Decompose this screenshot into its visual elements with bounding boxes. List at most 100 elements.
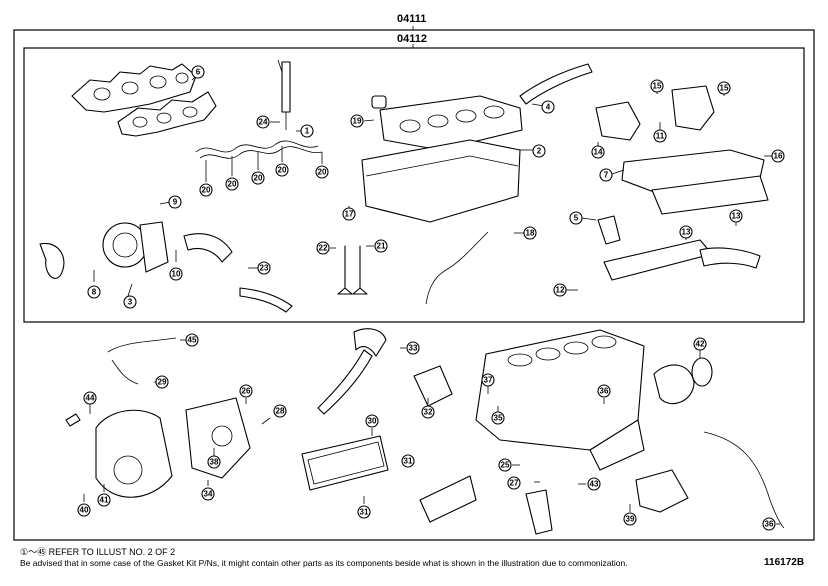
callout-20e[interactable]: 20: [315, 165, 329, 179]
callout-36a[interactable]: 36: [762, 517, 776, 531]
callout-15a[interactable]: 15: [650, 79, 664, 93]
callout-29-number: 29: [158, 378, 167, 387]
callout-9[interactable]: 9: [168, 195, 182, 209]
callout-17[interactable]: 17: [342, 207, 356, 221]
callout-5[interactable]: 5: [569, 211, 583, 225]
reference-range: ①～㊺: [20, 547, 47, 557]
cylinder-block-drawing: [475, 329, 645, 471]
callout-10[interactable]: 10: [169, 267, 183, 281]
callout-15-number: 15: [720, 84, 729, 93]
callout-41[interactable]: 41: [97, 493, 111, 507]
callout-35[interactable]: 35: [491, 411, 505, 425]
callout-6-number: 6: [196, 68, 201, 77]
callout-16-number: 16: [774, 152, 783, 161]
callout-16[interactable]: 16: [771, 149, 785, 163]
callout-17-number: 17: [345, 210, 354, 219]
callout-20b[interactable]: 20: [225, 177, 239, 191]
callout-31-number: 31: [404, 457, 413, 466]
kit-number-outer: 04111: [397, 13, 427, 25]
callout-31-number: 31: [360, 508, 369, 517]
callout-20-number: 20: [278, 166, 287, 175]
callout-14-number: 14: [594, 148, 603, 157]
callout-42-number: 42: [696, 340, 705, 349]
callout-36b[interactable]: 36: [597, 384, 611, 398]
callout-25-number: 25: [501, 461, 510, 470]
callout-6[interactable]: 6: [191, 65, 205, 79]
callout-3-number: 3: [128, 298, 133, 307]
callout-32-number: 32: [424, 408, 433, 417]
callout-34[interactable]: 34: [201, 487, 215, 501]
callout-20c[interactable]: 20: [251, 171, 265, 185]
callout-28[interactable]: 28: [273, 404, 287, 418]
callout-13-number: 13: [732, 212, 741, 221]
callout-11[interactable]: 11: [653, 129, 667, 143]
callout-20a[interactable]: 20: [199, 183, 213, 197]
callout-37-number: 37: [484, 376, 493, 385]
callout-45[interactable]: 45: [185, 333, 199, 347]
valves-drawing: [337, 245, 368, 295]
callout-10-number: 10: [172, 270, 181, 279]
callout-13-number: 13: [682, 228, 691, 237]
callout-2[interactable]: 2: [532, 144, 546, 158]
callout-31a[interactable]: 31: [357, 505, 371, 519]
injector-drawing: [277, 59, 291, 130]
callout-4-number: 4: [546, 103, 551, 112]
callout-40[interactable]: 40: [77, 503, 91, 517]
callout-22-number: 22: [319, 244, 328, 253]
callout-18[interactable]: 18: [523, 226, 537, 240]
callout-24-number: 24: [259, 118, 268, 127]
advisory-note: Be advised that in some case of the Gask…: [20, 558, 628, 568]
callout-14[interactable]: 14: [591, 145, 605, 159]
illustration-id: 116172B: [764, 557, 805, 568]
callout-21[interactable]: 21: [374, 239, 388, 253]
reference-note: ①～㊺ REFER TO ILLUST NO. 2 OF 2: [20, 545, 175, 558]
callout-39[interactable]: 39: [623, 512, 637, 526]
callout-27[interactable]: 27: [507, 476, 521, 490]
callout-38[interactable]: 38: [207, 455, 221, 469]
callout-22[interactable]: 22: [316, 241, 330, 255]
callout-25[interactable]: 25: [498, 458, 512, 472]
callout-20-number: 20: [254, 174, 263, 183]
callout-24[interactable]: 24: [256, 115, 270, 129]
exhaust-manifold-gasket-drawing: [71, 63, 217, 137]
callout-31b[interactable]: 31: [401, 454, 415, 468]
callout-8[interactable]: 8: [87, 285, 101, 299]
callout-11-number: 11: [656, 132, 665, 141]
reference-text: REFER TO ILLUST NO. 2 OF 2: [48, 547, 176, 557]
callout-44-number: 44: [86, 394, 95, 403]
callout-20-number: 20: [228, 180, 237, 189]
callout-20d[interactable]: 20: [275, 163, 289, 177]
callout-1[interactable]: 1: [300, 124, 314, 138]
callout-26[interactable]: 26: [239, 384, 253, 398]
callout-28-number: 28: [276, 407, 285, 416]
callout-12[interactable]: 12: [553, 283, 567, 297]
callout-44[interactable]: 44: [83, 391, 97, 405]
callout-15b[interactable]: 15: [717, 81, 731, 95]
callout-7[interactable]: 7: [599, 168, 613, 182]
callout-33[interactable]: 33: [406, 341, 420, 355]
callout-3[interactable]: 3: [123, 295, 137, 309]
callout-26-number: 26: [242, 387, 251, 396]
callout-2-number: 2: [537, 147, 542, 156]
callout-5-number: 5: [574, 214, 579, 223]
callout-43-number: 43: [590, 480, 599, 489]
kit-number-inner: 04112: [397, 33, 427, 45]
callout-13b[interactable]: 13: [729, 209, 743, 223]
callout-43[interactable]: 43: [587, 477, 601, 491]
callout-13a[interactable]: 13: [679, 225, 693, 239]
turbocharger-drawing: [39, 221, 169, 279]
callout-1-number: 1: [305, 127, 310, 136]
cylinder-head-drawing: [361, 95, 523, 223]
callout-41-number: 41: [100, 496, 109, 505]
callout-32[interactable]: 32: [421, 405, 435, 419]
callout-23[interactable]: 23: [257, 261, 271, 275]
callout-4[interactable]: 4: [541, 100, 555, 114]
callout-20-number: 20: [202, 186, 211, 195]
callout-23-number: 23: [260, 264, 269, 273]
callout-30[interactable]: 30: [365, 414, 379, 428]
callout-37[interactable]: 37: [481, 373, 495, 387]
callout-30-number: 30: [368, 417, 377, 426]
callout-29[interactable]: 29: [155, 375, 169, 389]
callout-19[interactable]: 19: [350, 114, 364, 128]
callout-42[interactable]: 42: [693, 337, 707, 351]
